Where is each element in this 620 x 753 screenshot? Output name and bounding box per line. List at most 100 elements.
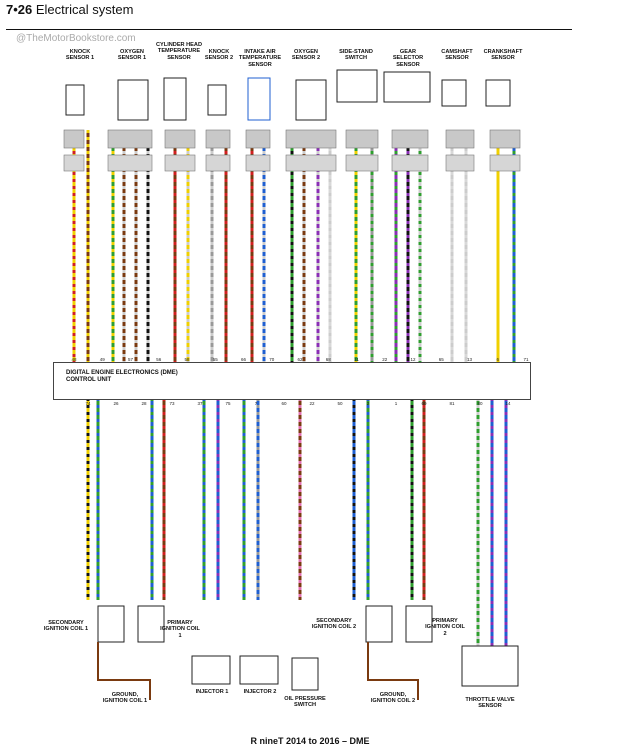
top-connector-9 bbox=[489, 129, 521, 149]
top-plug-5 bbox=[285, 154, 337, 172]
ignition-coil-1-body bbox=[97, 605, 125, 643]
gear-selector-body bbox=[383, 71, 431, 103]
top-connector-5 bbox=[285, 129, 337, 149]
injector-1-body bbox=[191, 655, 231, 685]
watermark: @TheMotorBookstore.com bbox=[16, 33, 136, 44]
top-plug-6 bbox=[345, 154, 379, 172]
dme-label-line2: CONTROL UNIT bbox=[66, 377, 112, 383]
ecu-pin-top-12: 12 bbox=[410, 357, 416, 362]
ecu-pin-bottom-14: 80 bbox=[477, 401, 483, 406]
side-stand-switch-body bbox=[336, 69, 378, 103]
top-plug-1 bbox=[107, 154, 153, 172]
ecu-pin-bottom-7: 60 bbox=[281, 401, 287, 406]
label-crankshaft-sensor: CRANKSHAFT SENSOR bbox=[483, 49, 523, 62]
label-primary-ignition-coil-1: PRIMARY IGNITION COIL 1 bbox=[160, 620, 200, 639]
ground-lead-2 bbox=[367, 642, 419, 700]
ignition-coil-2b-body bbox=[405, 605, 433, 643]
label-secondary-ignition-coil-2: SECONDARY IGNITION COIL 2 bbox=[311, 618, 357, 631]
dme-label-line1: DIGITAL ENGINE ELECTRONICS (DME) bbox=[66, 370, 178, 376]
label-primary-ignition-coil-2: PRIMARY IGNITION COIL 2 bbox=[425, 618, 465, 637]
label-intake-air-temp-sensor: INTAKE AIR TEMPERATURE SENSOR bbox=[238, 49, 282, 68]
ecu-pin-top-14: 13 bbox=[467, 357, 473, 362]
top-plug-3 bbox=[205, 154, 231, 172]
crankshaft-sensor-body bbox=[485, 79, 511, 107]
label-injector-1: INJECTOR 1 bbox=[195, 689, 229, 695]
ecu-pin-top-7: 70 bbox=[269, 357, 275, 362]
cht-sensor-body bbox=[163, 77, 187, 121]
ecu-pin-top-9: 68 bbox=[326, 357, 332, 362]
label-gear-selector-sensor: GEAR SELECTOR SENSOR bbox=[392, 49, 424, 68]
label-knock-sensor-1: KNOCK SENSOR 1 bbox=[65, 49, 95, 62]
footer-caption: R nineT 2014 to 2016 – DME bbox=[250, 736, 370, 746]
label-knock-sensor-2: KNOCK SENSOR 2 bbox=[204, 49, 234, 62]
top-connector-1 bbox=[107, 129, 153, 149]
top-connector-3 bbox=[205, 129, 231, 149]
top-connector-6 bbox=[345, 129, 379, 149]
oxygen-sensor-2-body bbox=[295, 79, 327, 121]
injector-2-body bbox=[239, 655, 279, 685]
top-plug-7 bbox=[391, 154, 429, 172]
ecu-pin-top-15: 6 bbox=[496, 357, 499, 362]
ecu-pin-bottom-10: 2 bbox=[367, 401, 370, 406]
ecu-pin-bottom-9: 50 bbox=[337, 401, 343, 406]
label-camshaft-sensor: CAMSHAFT SENSOR bbox=[441, 49, 473, 62]
ecu-pin-top-6: 66 bbox=[241, 357, 247, 362]
ignition-coil-1b-body bbox=[137, 605, 165, 643]
ignition-coil-2-body bbox=[365, 605, 393, 643]
ecu-pin-top-11: 22 bbox=[382, 357, 388, 362]
ecu-pin-bottom-12: 69 bbox=[421, 401, 427, 406]
ecu-pin-top-16: 71 bbox=[523, 357, 529, 362]
top-connector-4 bbox=[245, 129, 271, 149]
top-plug-0 bbox=[63, 154, 85, 172]
top-plug-9 bbox=[489, 154, 521, 172]
camshaft-sensor-body bbox=[441, 79, 467, 107]
ecu-pin-bottom-15: 14 bbox=[505, 401, 511, 406]
ecu-pin-bottom-4: 37 bbox=[197, 401, 203, 406]
ecu-pin-bottom-2: 28 bbox=[141, 401, 147, 406]
ecu-pin-top-4: 58 bbox=[184, 357, 190, 362]
top-plug-8 bbox=[445, 154, 475, 172]
ecu-pin-bottom-1: 26 bbox=[113, 401, 119, 406]
label-ground-ignition-coil-1: GROUND, IGNITION COIL 1 bbox=[102, 692, 148, 705]
ecu-pin-top-10: 11 bbox=[354, 357, 359, 362]
top-connector-8 bbox=[445, 129, 475, 149]
header-rule bbox=[6, 29, 572, 30]
label-side-stand-switch: SIDE-STAND SWITCH bbox=[339, 49, 373, 62]
ecu-pin-top-2: 57 bbox=[128, 357, 134, 362]
label-throttle-valve-sensor: THROTTLE VALVE SENSOR bbox=[465, 697, 515, 710]
label-secondary-ignition-coil-1: SECONDARY IGNITION COIL 1 bbox=[43, 620, 89, 633]
top-plug-2 bbox=[164, 154, 196, 172]
dme-label: DIGITAL ENGINE ELECTRONICS (DME) CONTROL… bbox=[66, 370, 178, 384]
page-title: Electrical system bbox=[35, 2, 134, 17]
ecu-pin-bottom-3: 73 bbox=[169, 401, 175, 406]
ecu-pin-bottom-8: 22 bbox=[309, 401, 315, 406]
top-connector-2 bbox=[164, 129, 196, 149]
page-header: 7•26 Electrical system bbox=[6, 2, 133, 17]
oil-pressure-switch-body bbox=[291, 657, 319, 691]
label-oil-pressure-switch: OIL PRESSURE SWITCH bbox=[284, 696, 326, 709]
ecu-pin-top-5: 55 bbox=[213, 357, 219, 362]
ecu-pin-top-3: 56 bbox=[156, 357, 162, 362]
ecu-pin-bottom-0: 74 bbox=[85, 401, 91, 406]
ecu-pin-bottom-5: 75 bbox=[225, 401, 231, 406]
dme-control-unit bbox=[53, 362, 531, 400]
label-injector-2: INJECTOR 2 bbox=[243, 689, 277, 695]
ecu-pin-top-0: 48 bbox=[71, 357, 77, 362]
label-oxygen-sensor-1: OXYGEN SENSOR 1 bbox=[117, 49, 147, 62]
label-oxygen-sensor-2: OXYGEN SENSOR 2 bbox=[291, 49, 321, 62]
knock-sensor-1-body bbox=[65, 84, 85, 116]
ecu-pin-bottom-13: 81 bbox=[449, 401, 455, 406]
ecu-pin-bottom-6: 7 bbox=[255, 401, 258, 406]
label-ground-ignition-coil-2: GROUND, IGNITION COIL 2 bbox=[370, 692, 416, 705]
label-cylinder-head-temp-sensor: CYLINDER HEAD TEMPERATURE SENSOR bbox=[156, 42, 202, 61]
oxygen-sensor-1-body bbox=[117, 79, 149, 121]
top-connector-7 bbox=[391, 129, 429, 149]
page-number: 7•26 bbox=[6, 2, 33, 17]
top-connector-0 bbox=[63, 129, 85, 149]
ecu-pin-bottom-11: 1 bbox=[395, 401, 398, 406]
knock-sensor-2-body bbox=[207, 84, 227, 116]
ecu-pin-top-1: 49 bbox=[100, 357, 106, 362]
iat-sensor-body bbox=[247, 77, 271, 121]
throttle-valve-sensor-body bbox=[461, 645, 519, 687]
